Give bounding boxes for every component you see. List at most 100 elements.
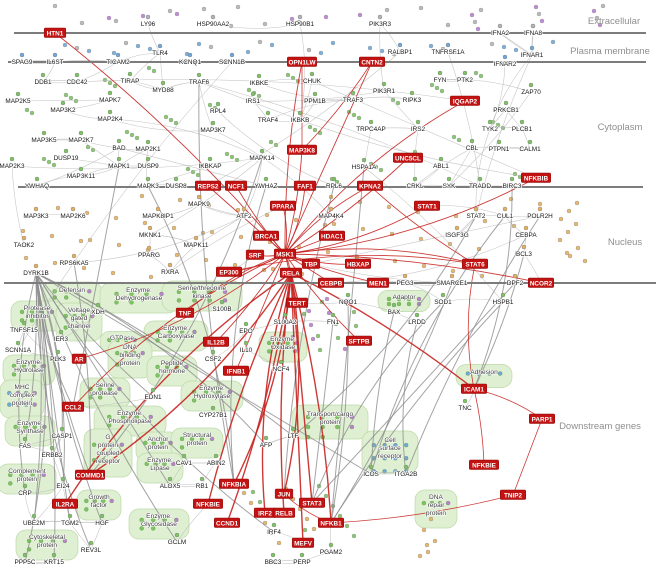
node-KRT15[interactable]: KRT15 [43, 552, 65, 567]
node-NFKB1[interactable]: NFKB1 [318, 517, 344, 528]
node-BAD[interactable]: BAD [112, 138, 127, 153]
highlighted-node-box[interactable] [521, 172, 551, 183]
highlighted-node-box[interactable] [274, 488, 294, 499]
node-NQO1[interactable]: NQO1 [338, 292, 358, 307]
node-ITGA2B[interactable]: ITGA2B [394, 464, 418, 479]
node-TBP[interactable]: TBP [301, 258, 321, 269]
node-IKBKE[interactable]: IKBKE [249, 73, 269, 88]
node-ALOX5[interactable]: ALOX5 [159, 476, 182, 491]
node-EP300[interactable]: EP300 [216, 266, 242, 277]
highlighted-node-box[interactable] [224, 180, 248, 191]
node-RELA[interactable]: RELA [279, 267, 303, 278]
node-PLCB1[interactable]: PLCB1 [511, 119, 533, 134]
node-ATF2[interactable]: ATF2 [236, 206, 253, 221]
node-KCNQ1[interactable]: KCNQ1 [178, 52, 202, 67]
node-UBE2M[interactable]: UBE2M [22, 513, 46, 528]
node-NFKBIA[interactable]: NFKBIA [219, 478, 249, 489]
node-DUSP9[interactable]: DUSP9 [137, 156, 160, 171]
node-HSPA1A[interactable]: HSPA1A [351, 157, 378, 172]
node-AFP[interactable]: AFP [259, 435, 273, 450]
node-LRDD[interactable]: LRDD [407, 312, 427, 327]
node-HDAC1[interactable]: HDAC1 [319, 230, 345, 241]
node-NCF4[interactable]: NCF4 [272, 359, 291, 374]
node-STAT1[interactable]: STAT1 [414, 200, 440, 211]
node-SMARCE1[interactable]: SMARCE1 [436, 273, 469, 288]
node-JUN[interactable]: JUN [274, 488, 294, 499]
node-CALM1[interactable]: CALM1 [519, 139, 542, 154]
node-SYK[interactable]: SYK [442, 176, 457, 191]
highlighted-node-box[interactable] [461, 383, 487, 394]
highlighted-node-box[interactable] [71, 353, 87, 364]
node-YWHAZ[interactable]: YWHAZ [254, 176, 278, 191]
node-TNFSF15[interactable]: TNFSF15 [9, 320, 39, 335]
highlighted-node-box[interactable] [216, 266, 242, 277]
highlighted-node-box[interactable] [318, 517, 344, 528]
node-SPAG9[interactable]: SPAG9 [11, 52, 34, 67]
highlighted-node-box[interactable] [245, 249, 265, 260]
node-YWHAQ[interactable]: YWHAQ [24, 176, 50, 191]
node-EI24[interactable]: EI24 [56, 476, 71, 491]
node-UNC5CL[interactable]: UNC5CL [393, 152, 423, 163]
node-ISGF3G[interactable]: ISGF3G [444, 225, 470, 240]
node-KPNA2[interactable]: KPNA2 [357, 180, 383, 191]
node-MAP2K1[interactable]: MAP2K1 [135, 139, 162, 154]
node-SFTPB[interactable]: SFTPB [346, 335, 372, 346]
node-TIRAP[interactable]: TIRAP [120, 71, 140, 86]
node-RPS6KA5[interactable]: RPS6KA5 [59, 253, 90, 268]
node-IKBKB[interactable]: IKBKB [290, 110, 310, 125]
node-PIK3R3[interactable]: PIK3R3 [368, 14, 392, 29]
node-REPS2[interactable]: REPS2 [195, 180, 221, 191]
node-MAP4K4[interactable]: MAP4K4 [318, 206, 345, 221]
node-MAP3K2[interactable]: MAP3K2 [50, 100, 77, 115]
node-MSK1[interactable]: MSK1 [273, 248, 297, 259]
node-DUSP8[interactable]: DUSP8 [165, 176, 188, 191]
node-CHUK[interactable]: CHUK [302, 71, 323, 86]
node-NFKBIB[interactable]: NFKBIB [521, 172, 551, 183]
node-IL10[interactable]: IL10 [239, 340, 253, 355]
node-FAS[interactable]: FAS [18, 436, 32, 451]
node-CCL2[interactable]: CCL2 [61, 401, 85, 412]
highlighted-node-box[interactable] [43, 27, 67, 38]
node-TAOK2[interactable]: TAOK2 [13, 235, 35, 250]
node-HTN1[interactable]: HTN1 [43, 27, 67, 38]
node-CDC42[interactable]: CDC42 [66, 72, 89, 87]
node-IL12B[interactable]: IL12B [203, 336, 229, 347]
node-CUL1[interactable]: CUL1 [496, 206, 514, 221]
node-CRP[interactable]: CRP [17, 483, 33, 498]
node-PARP1[interactable]: PARP1 [529, 413, 555, 424]
node-XDH[interactable]: XDH [90, 302, 106, 317]
highlighted-node-box[interactable] [193, 498, 223, 509]
node-IFNA2[interactable]: IFNA2 [490, 23, 510, 38]
node-ICOS[interactable]: ICOS [362, 464, 380, 479]
node-MAPK3[interactable]: MAPK3 [136, 176, 160, 191]
node-TRAF3[interactable]: TRAF3 [342, 90, 364, 105]
node-IFNAR1[interactable]: IFNAR1 [520, 45, 545, 60]
highlighted-node-box[interactable] [393, 152, 423, 163]
node-MAP2K6[interactable]: MAP2K6 [60, 206, 87, 221]
node-HSP90AA2[interactable]: HSP90AA2 [196, 14, 230, 29]
node-RPL6[interactable]: RPL6 [325, 176, 343, 191]
node-TLR4[interactable]: TLR4 [151, 43, 169, 58]
node-PRKCB1[interactable]: PRKCB1 [492, 100, 520, 115]
node-TYK2[interactable]: TYK2 [481, 119, 499, 134]
node-MEN1[interactable]: MEN1 [366, 277, 390, 288]
highlighted-node-box[interactable] [301, 258, 321, 269]
node-RELB[interactable]: RELB [272, 507, 296, 518]
node-CASP1[interactable]: CASP1 [51, 426, 74, 441]
highlighted-node-box[interactable] [253, 230, 279, 241]
node-CCND1[interactable]: CCND1 [214, 517, 240, 528]
highlighted-node-box[interactable] [528, 277, 554, 288]
node-IQGAP2[interactable]: IQGAP2 [450, 95, 480, 106]
node-MAP3K8[interactable]: MAP3K8 [287, 144, 317, 155]
node-IL6ST[interactable]: IL6ST [46, 52, 64, 67]
node-DDB1[interactable]: DDB1 [34, 72, 53, 87]
node-POLR2H[interactable]: POLR2H [526, 206, 554, 221]
node-IFNAR2[interactable]: IFNAR2 [493, 54, 518, 69]
highlighted-node-box[interactable] [270, 200, 296, 211]
highlighted-node-box[interactable] [272, 507, 296, 518]
node-LTF[interactable]: LTF [287, 426, 299, 441]
node-IL2RA[interactable]: IL2RA [52, 498, 78, 509]
node-PIK3R1[interactable]: PIK3R1 [372, 81, 396, 96]
node-FN1[interactable]: FN1 [326, 312, 340, 327]
node-SCNN1A[interactable]: SCNN1A [4, 340, 32, 355]
